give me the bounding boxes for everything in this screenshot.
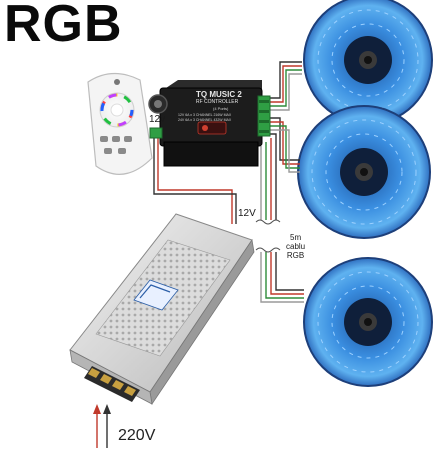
controller-rating-12v: 12V 6A x 3 CHANNEL 216W MAX <box>178 113 232 117</box>
led-strip-reel-middle <box>297 105 431 239</box>
cable-break-mark <box>255 219 281 253</box>
controller-voltage-label: 12v <box>149 114 166 125</box>
cable-length: 5m <box>290 233 302 242</box>
psu-output-voltage-label: 12V <box>238 208 256 219</box>
cable-word: cablu <box>286 242 306 252</box>
led-strip-reel-bottom <box>303 257 433 387</box>
controller-rating-24v: 24V 6A x 3 CHANNEL 432W MAX <box>178 118 232 122</box>
rgb-output-wires <box>260 61 304 303</box>
rf-remote <box>87 72 153 175</box>
cable-label: 5m cablu RGB <box>286 233 305 261</box>
controller-model: TQ MUSIC 2 <box>196 90 242 99</box>
psu-terminal-block <box>84 366 140 402</box>
controller-subtitle: RF CONTROLLER <box>196 99 239 105</box>
led-strip-reel-top <box>303 0 433 125</box>
power-wires <box>96 136 237 448</box>
power-supply <box>69 213 255 406</box>
mains-voltage-label: 220V <box>118 427 156 444</box>
cable-type: RGB <box>286 251 305 261</box>
controller-spec: (4 Ports) <box>213 106 229 111</box>
mains-arrows <box>93 404 111 414</box>
diagram-title: RGB <box>4 0 123 53</box>
rgb-music-controller <box>148 80 271 167</box>
